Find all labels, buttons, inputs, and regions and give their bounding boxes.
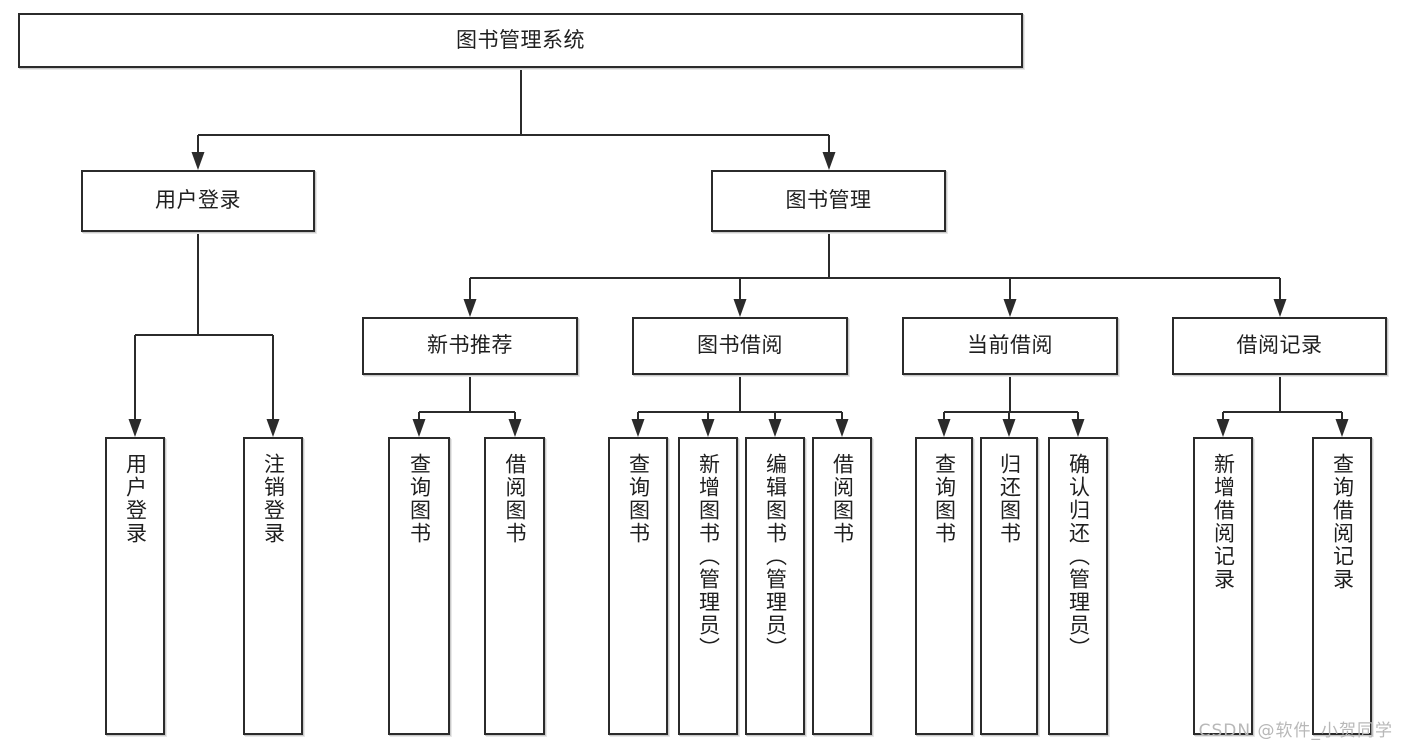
- arrowhead-current-borrow: [1003, 299, 1017, 317]
- arrowhead-user-login: [191, 152, 205, 170]
- arrowhead-leaf-borrow-book-2: [835, 419, 849, 437]
- node-leaf-query-book-2[interactable]: 查询图书: [608, 437, 668, 735]
- arrowhead-book-borrow: [733, 299, 747, 317]
- node-label-leaf-return-book: 归还图书: [997, 453, 1022, 545]
- connector-group-user-login: [128, 232, 280, 437]
- node-label-current-borrow: 当前借阅: [967, 333, 1053, 358]
- connector-group-new-book-recommend: [412, 375, 522, 437]
- node-label-borrow-record: 借阅记录: [1236, 333, 1323, 358]
- node-leaf-edit-book[interactable]: 编辑图书（管理员）: [745, 437, 805, 735]
- arrowhead-leaf-query-book-1: [412, 419, 426, 437]
- node-leaf-query-record[interactable]: 查询借阅记录: [1312, 437, 1372, 735]
- node-label-leaf-add-record: 新增借阅记录: [1211, 453, 1236, 591]
- connector-group-book-borrow: [631, 375, 849, 437]
- watermark-label: CSDN @软件_小贺同学: [1198, 721, 1393, 741]
- node-label-leaf-logout: 注销登录: [261, 453, 286, 545]
- connector-group-root: [191, 68, 836, 170]
- node-label-leaf-query-book-2: 查询图书: [626, 453, 651, 545]
- node-label-leaf-borrow-book-2: 借阅图书: [830, 453, 855, 545]
- node-book-borrow[interactable]: 图书借阅: [632, 317, 848, 375]
- node-label-leaf-confirm-return: 确认归还（管理员）: [1066, 453, 1091, 660]
- node-book-manage[interactable]: 图书管理: [711, 170, 946, 232]
- node-label-user-login: 用户登录: [155, 188, 241, 213]
- arrowhead-leaf-edit-book: [768, 419, 782, 437]
- node-leaf-return-book[interactable]: 归还图书: [980, 437, 1038, 735]
- node-new-book-recommend[interactable]: 新书推荐: [362, 317, 578, 375]
- node-label-leaf-edit-book: 编辑图书（管理员）: [763, 453, 788, 660]
- connector-group-book-manage: [463, 232, 1287, 317]
- arrowhead-leaf-add-book: [701, 419, 715, 437]
- node-label-book-manage: 图书管理: [785, 188, 872, 213]
- arrowhead-leaf-confirm-return: [1071, 419, 1085, 437]
- node-label-root: 图书管理系统: [456, 27, 585, 52]
- arrowhead-leaf-query-book-2: [631, 419, 645, 437]
- node-label-leaf-query-record: 查询借阅记录: [1330, 453, 1355, 591]
- node-leaf-add-record[interactable]: 新增借阅记录: [1193, 437, 1253, 735]
- arrowhead-leaf-add-record: [1216, 419, 1230, 437]
- node-label-leaf-query-book-1: 查询图书: [407, 453, 432, 545]
- arrowhead-leaf-borrow-book-1: [508, 419, 522, 437]
- node-borrow-record[interactable]: 借阅记录: [1172, 317, 1387, 375]
- node-leaf-confirm-return[interactable]: 确认归还（管理员）: [1048, 437, 1108, 735]
- arrowhead-leaf-logout: [266, 419, 280, 437]
- node-label-book-borrow: 图书借阅: [697, 333, 783, 358]
- node-leaf-borrow-book-2[interactable]: 借阅图书: [812, 437, 872, 735]
- node-root[interactable]: 图书管理系统: [18, 13, 1023, 68]
- connector-group-current-borrow: [937, 375, 1085, 437]
- arrowhead-book-manage: [822, 152, 836, 170]
- arrowhead-leaf-query-book-3: [937, 419, 951, 437]
- arrowhead-leaf-query-record: [1335, 419, 1349, 437]
- node-current-borrow[interactable]: 当前借阅: [902, 317, 1118, 375]
- node-user-login[interactable]: 用户登录: [81, 170, 315, 232]
- arrowhead-leaf-user-login: [128, 419, 142, 437]
- arrowhead-leaf-return-book: [1002, 419, 1016, 437]
- node-label-leaf-query-book-3: 查询图书: [932, 453, 957, 545]
- node-label-leaf-user-login: 用户登录: [123, 453, 148, 545]
- node-leaf-user-login[interactable]: 用户登录: [105, 437, 165, 735]
- arrowhead-borrow-record: [1273, 299, 1287, 317]
- node-leaf-logout[interactable]: 注销登录: [243, 437, 303, 735]
- node-leaf-query-book-3[interactable]: 查询图书: [915, 437, 973, 735]
- arrowhead-new-book-recommend: [463, 299, 477, 317]
- node-leaf-add-book[interactable]: 新增图书（管理员）: [678, 437, 738, 735]
- node-leaf-borrow-book-1[interactable]: 借阅图书: [484, 437, 545, 735]
- connector-group-borrow-record: [1216, 375, 1349, 437]
- node-label-leaf-add-book: 新增图书（管理员）: [696, 453, 721, 660]
- node-label-leaf-borrow-book-1: 借阅图书: [503, 453, 527, 545]
- node-label-new-book-recommend: 新书推荐: [427, 333, 513, 358]
- node-leaf-query-book-1[interactable]: 查询图书: [388, 437, 450, 735]
